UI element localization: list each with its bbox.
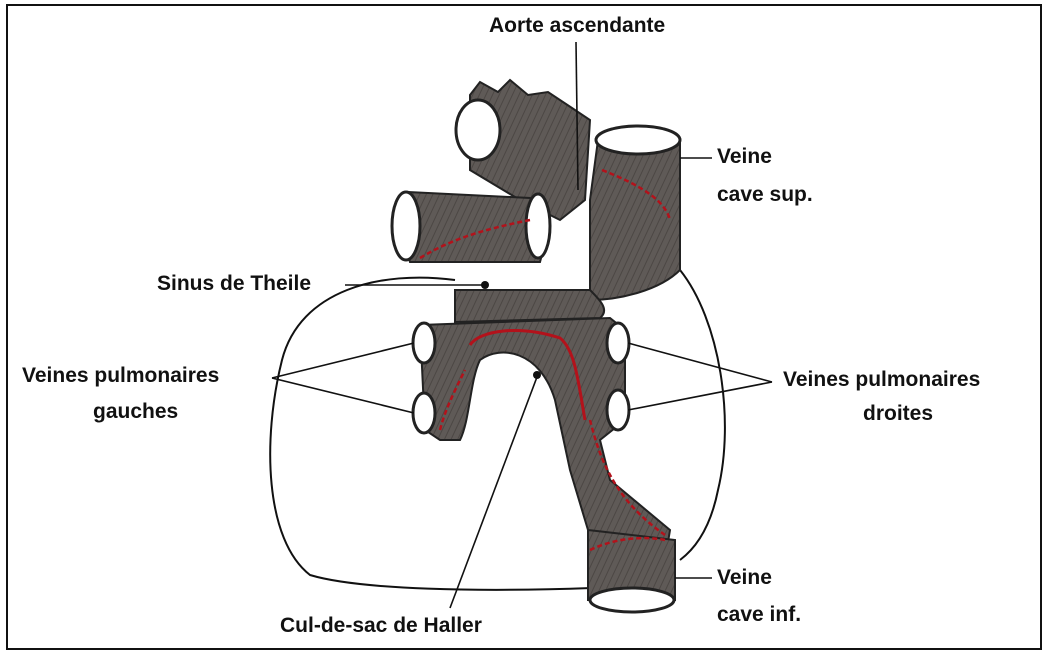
label-cul-de-sac-de-haller: Cul-de-sac de Haller: [280, 614, 482, 637]
right-lower-pulmonary-vein: [605, 388, 631, 432]
leader-lines: [271, 41, 773, 609]
pericardial-reflection-svc: [601, 168, 672, 221]
left-lower-pulmonary-vein: [411, 391, 437, 435]
label-veines-pulmonaires-gauches-line2: gauches: [93, 400, 179, 423]
pericardial-reflection-left: [438, 369, 467, 431]
label-veines-pulmonaires-droites-line1: Veines pulmonaires: [783, 368, 981, 391]
label-veines-pulmonaires-droites-line2: droites: [863, 402, 934, 425]
heart-outline: [269, 276, 593, 591]
pericardial-reflection-pulmonary: [419, 218, 531, 260]
right-upper-pulmonary-vein: [605, 321, 631, 365]
label-veine-cave-inf-line1: Veine: [717, 566, 772, 589]
left-upper-pulmonary-vein: [411, 321, 437, 365]
label-veine-cave-sup-line2: cave sup.: [717, 183, 813, 206]
aorta-cut-end: [454, 98, 502, 162]
cul-de-sac-dot: [533, 371, 541, 379]
label-veine-cave-sup-line1: Veine: [717, 145, 772, 168]
label-veine-cave-inf-line2: cave inf.: [717, 603, 802, 626]
sinus-dot: [481, 281, 489, 289]
superior-vena-cava: [589, 139, 681, 302]
pulmonary-right-cut: [524, 192, 552, 260]
sinus-band: [454, 289, 606, 324]
pulmonary-left-cut: [390, 190, 422, 262]
ivc-cut-end: [588, 586, 676, 614]
heart-outline-right: [679, 269, 726, 561]
label-veines-pulmonaires-gauches-line1: Veines pulmonaires: [22, 364, 220, 387]
pericardial-reflection-veins: [468, 329, 587, 421]
pericardial-reflection-right: [588, 419, 666, 537]
pulmonary-veins-block: [418, 316, 672, 572]
label-sinus-de-theile: Sinus de Theile: [157, 272, 312, 295]
svc-cut-end: [594, 124, 682, 156]
label-aorte-ascendante: Aorte ascendante: [489, 14, 666, 37]
